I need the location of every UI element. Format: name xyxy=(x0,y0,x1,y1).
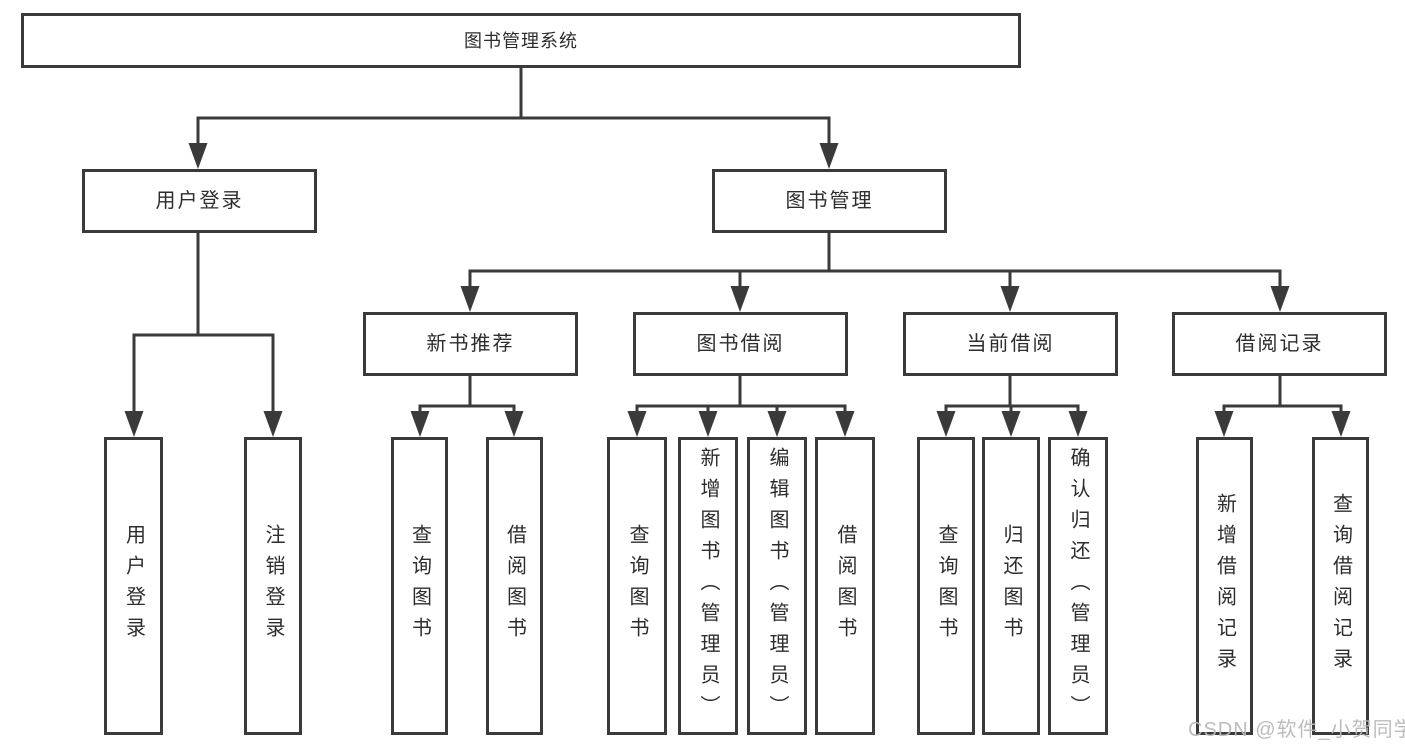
leaf-add-books-admin: 新增图书（管理员） xyxy=(678,437,738,735)
connector-new-book xyxy=(410,375,524,437)
leaf-confirm-return-admin: 确认归还（管理员） xyxy=(1048,437,1108,735)
leaf-borrow-books: 借阅图书 xyxy=(815,437,875,735)
connector-book-management xyxy=(460,232,1290,312)
leaf-query-books-borrowing: 查询图书 xyxy=(607,437,667,735)
node-book-borrowing: 图书借阅 xyxy=(633,312,848,376)
connector-root xyxy=(188,67,839,169)
leaf-user-login: 用户登录 xyxy=(104,437,163,735)
connector-borrowing-records xyxy=(1214,375,1351,437)
connector-current-borrowing xyxy=(936,375,1088,437)
node-new-book-recommendation: 新书推荐 xyxy=(363,312,578,376)
leaf-query-borrow-record: 查询借阅记录 xyxy=(1312,437,1369,735)
leaf-query-books-current: 查询图书 xyxy=(917,437,975,735)
node-current-borrowing: 当前借阅 xyxy=(903,312,1118,376)
leaf-query-books-recommend: 查询图书 xyxy=(391,437,448,735)
connector-book-borrowing xyxy=(627,375,855,437)
connector-user-login xyxy=(124,232,283,437)
leaf-borrow-books-recommend: 借阅图书 xyxy=(486,437,543,735)
leaf-add-borrow-record: 新增借阅记录 xyxy=(1196,437,1253,735)
node-library-system: 图书管理系统 xyxy=(21,13,1021,68)
node-borrowing-records: 借阅记录 xyxy=(1172,312,1387,376)
leaf-logout: 注销登录 xyxy=(244,437,302,735)
leaf-edit-books-admin: 编辑图书（管理员） xyxy=(747,437,807,735)
leaf-return-books: 归还图书 xyxy=(982,437,1040,735)
node-user-login: 用户登录 xyxy=(82,169,317,233)
csdn-watermark: CSDN @软件_小贺同学 xyxy=(1188,719,1405,741)
node-book-management: 图书管理 xyxy=(712,169,947,233)
